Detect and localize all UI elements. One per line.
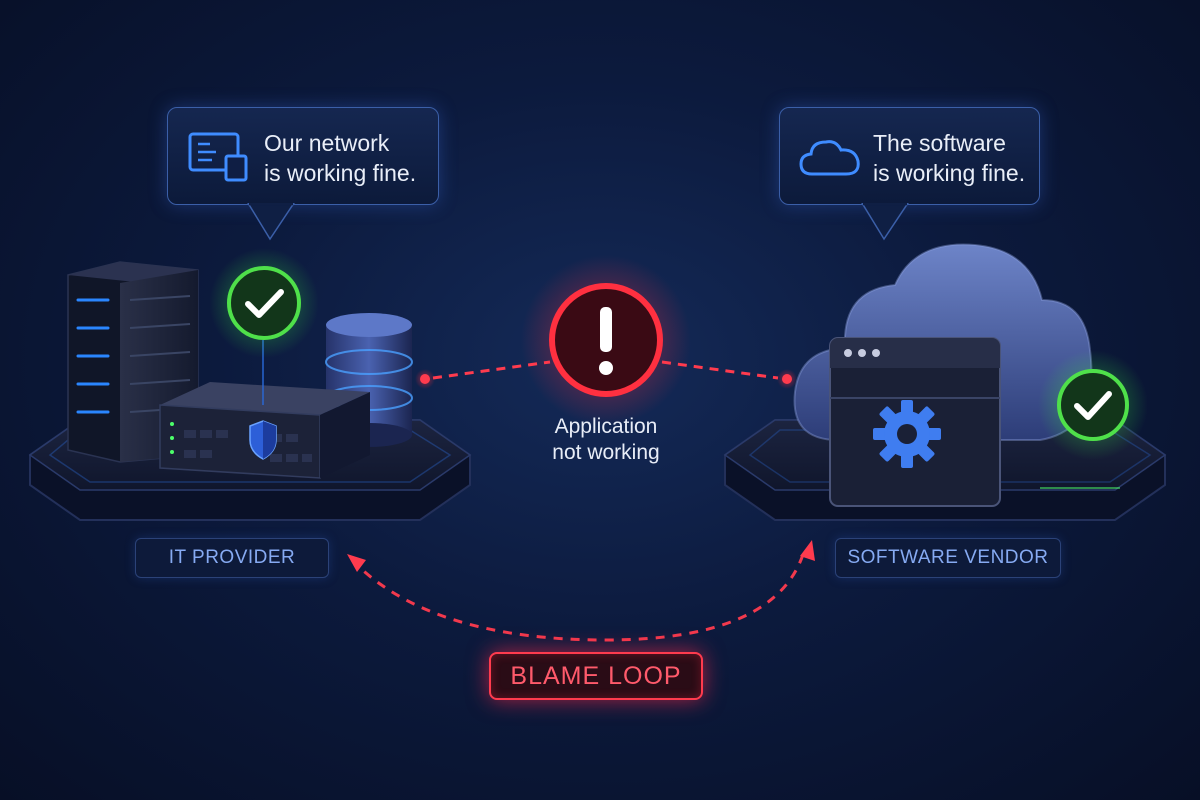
left-bubble-text: Our network is working fine. (264, 130, 417, 186)
shield-icon (249, 420, 277, 460)
it-provider-label: IT PROVIDER (135, 538, 329, 578)
blame-loop-label: BLAME LOOP (489, 652, 703, 700)
right-speech-bubble: The software is working fine. (779, 107, 1040, 205)
gear-icon (873, 400, 941, 468)
application-window (829, 337, 1001, 507)
left-bubble-tail (247, 203, 295, 241)
left-speech-bubble: Our network is working fine. (167, 107, 439, 205)
software-vendor-label: SOFTWARE VENDOR (835, 538, 1061, 578)
right-bubble-text: The software is working fine. (873, 130, 1026, 186)
application-status-text: Application not working (552, 415, 660, 464)
network-devices-icon (188, 132, 248, 182)
cloud-icon (799, 140, 860, 176)
firewall-switch (159, 382, 370, 479)
left-check-icon (209, 248, 319, 405)
blame-loop-arrow (347, 540, 815, 642)
exclamation-icon (521, 255, 691, 425)
right-check-icon (1038, 350, 1148, 460)
right-bubble-tail (861, 203, 909, 241)
